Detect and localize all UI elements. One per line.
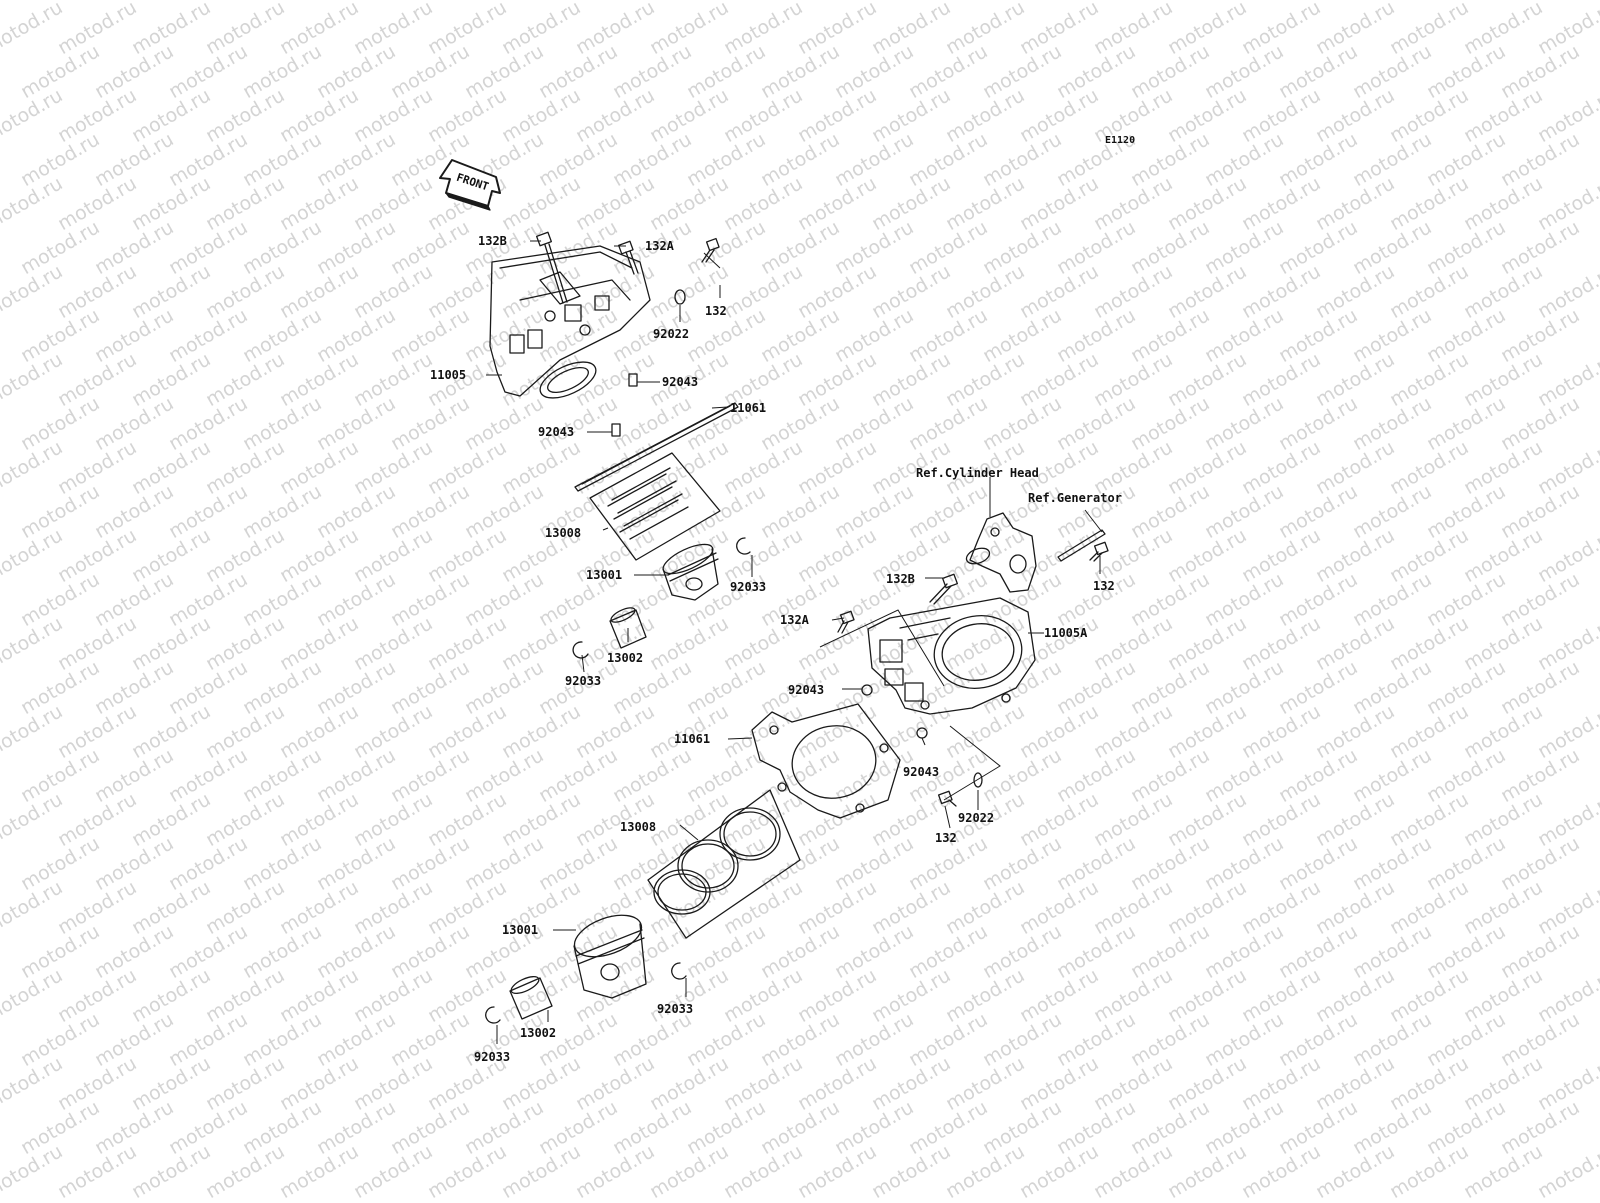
label-13001-upper: 13001 xyxy=(586,568,623,582)
pin-13002-upper xyxy=(609,607,647,649)
clip-92033-lower-left xyxy=(485,1006,501,1024)
label-13001-lower: 13001 xyxy=(502,923,539,937)
label-13002-upper: 13002 xyxy=(607,651,644,665)
clip-92033-upper-right xyxy=(736,537,751,555)
piston-rings-13008-lower xyxy=(647,789,801,939)
piston-13001-lower xyxy=(573,914,647,999)
label-92043-upper-right: 92043 xyxy=(662,375,699,389)
cylinder-11005 xyxy=(489,245,651,399)
label-92043-lower-right: 92043 xyxy=(903,765,940,779)
label-11061-upper: 11061 xyxy=(730,401,767,415)
diagram-code: E1120 xyxy=(1105,135,1136,146)
label-132b-upper: 132B xyxy=(478,234,507,248)
ref-cylinder-head-part xyxy=(965,512,1037,593)
dowel-92043-upper-left xyxy=(611,423,621,437)
label-92043-lower-left: 92043 xyxy=(788,683,825,697)
ref-generator-label: Ref.Generator xyxy=(1028,491,1122,505)
label-92043-upper-left: 92043 xyxy=(538,425,575,439)
label-92022-upper: 92022 xyxy=(653,327,690,341)
dowel-92043-upper-right xyxy=(628,373,638,387)
washer-92022-upper xyxy=(674,289,686,305)
bolt-132b-lower xyxy=(929,573,958,605)
label-92022-lower: 92022 xyxy=(958,811,995,825)
label-11005: 11005 xyxy=(430,368,467,382)
bolt-132a-upper xyxy=(618,240,639,275)
bolt-132-lower xyxy=(937,790,957,807)
ref-cylinder-head-label: Ref.Cylinder Head xyxy=(916,466,1039,480)
pin-13002-lower xyxy=(509,975,553,1020)
label-132-upper: 132 xyxy=(705,304,727,318)
cylinder-11005a xyxy=(867,597,1036,715)
label-92033-upper-left: 92033 xyxy=(565,674,602,688)
piston-rings-13008-upper xyxy=(589,452,721,561)
piston-13001-upper xyxy=(662,543,719,601)
label-132-lower: 132 xyxy=(935,831,957,845)
bolt-132-upper xyxy=(701,237,720,263)
label-13008-upper: 13008 xyxy=(545,526,582,540)
clip-92033-lower-right xyxy=(671,962,687,980)
bolt-132a-lower xyxy=(837,610,855,634)
bolt-132b-upper xyxy=(536,231,568,304)
label-13002-lower: 13002 xyxy=(520,1026,557,1040)
label-13008-lower: 13008 xyxy=(620,820,657,834)
label-11061-lower: 11061 xyxy=(674,732,711,746)
label-11005a: 11005A xyxy=(1044,626,1088,640)
label-132-right: 132 xyxy=(1093,579,1115,593)
label-132a-lower: 132A xyxy=(780,613,809,627)
dowel-92043-lower-left xyxy=(861,684,873,696)
gasket-11061-lower xyxy=(751,703,901,819)
label-92033-upper-right: 92033 xyxy=(730,580,767,594)
label-92033-lower-right: 92033 xyxy=(657,1002,694,1016)
clip-92033-upper-left xyxy=(572,641,589,659)
washer-92022-lower xyxy=(973,772,983,788)
label-132a-upper: 132A xyxy=(645,239,674,253)
leader-lines xyxy=(486,240,1103,1044)
ref-generator-part xyxy=(1057,529,1106,562)
gasket-11061-upper xyxy=(574,402,739,492)
front-arrow-icon: FRONT xyxy=(439,159,501,211)
label-92033-lower-left: 92033 xyxy=(474,1050,511,1064)
label-132b-lower: 132B xyxy=(886,572,915,586)
dowel-92043-lower-right xyxy=(916,727,928,739)
bolt-132-right xyxy=(1089,541,1109,562)
